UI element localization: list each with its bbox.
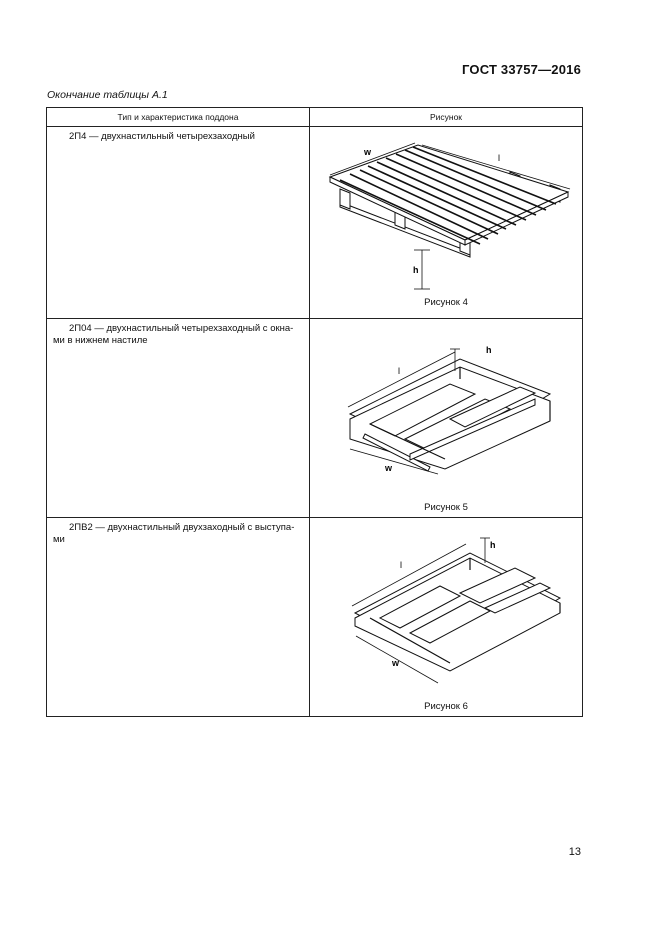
dimension-h-label: h xyxy=(486,345,492,355)
dimension-l-label: l xyxy=(498,153,500,163)
pallet-type-cell: 2ПВ2 — двухнастильный двухзаходный с выс… xyxy=(46,517,310,717)
dimension-w-label: w xyxy=(363,147,372,157)
dimension-h-label: h xyxy=(490,540,496,550)
dimension-l-label: l xyxy=(398,366,400,376)
pallet-type-text: 2П4 — двухнастильный четырехзаходный xyxy=(69,131,255,142)
standard-number: ГОСТ 33757—2016 xyxy=(462,62,581,77)
table-header-row: Тип и характеристика поддона Рисунок xyxy=(46,107,583,127)
dimension-w-label: w xyxy=(391,658,400,668)
figure-caption: Рисунок 4 xyxy=(424,297,468,308)
dimension-h-label: h xyxy=(413,265,419,275)
figure-caption: Рисунок 6 xyxy=(424,701,468,712)
figure-cell: l w h Рисунок 6 xyxy=(309,517,583,717)
pallet-2p4-drawing: w l h xyxy=(328,142,571,290)
column-header-figure: Рисунок xyxy=(309,107,583,127)
figure-cell: l w h Рисунок 5 xyxy=(309,318,583,518)
pallet-types-table: Тип и характеристика поддона Рисунок 2П4… xyxy=(46,107,583,717)
figure-cell: w l h Рисунок 4 xyxy=(309,126,583,319)
table-row: 2П4 — двухнастильный четырехзаходный xyxy=(46,126,583,319)
pallet-type-cell: 2П4 — двухнастильный четырехзаходный xyxy=(46,126,310,319)
table-row: 2П04 — двухнастильный четырехзаходный с … xyxy=(46,318,583,518)
pallet-type-cell: 2П04 — двухнастильный четырехзаходный с … xyxy=(46,318,310,518)
table-caption: Окончание таблицы А.1 xyxy=(47,89,168,101)
pallet-2p04-drawing: l w h xyxy=(347,345,552,475)
pallet-type-text: 2ПВ2 — двухнастильный двухзаходный с выс… xyxy=(53,522,295,545)
dimension-w-label: w xyxy=(384,463,393,473)
column-header-type: Тип и характеристика поддона xyxy=(46,107,310,127)
table-row: 2ПВ2 — двухнастильный двухзаходный с выс… xyxy=(46,517,583,717)
figure-caption: Рисунок 5 xyxy=(424,502,468,513)
dimension-l-label: l xyxy=(400,560,402,570)
pallet-2pv2-drawing: l w h xyxy=(351,537,562,684)
page-number: 13 xyxy=(568,846,581,858)
pallet-type-text: 2П04 — двухнастильный четырехзаходный с … xyxy=(53,323,294,346)
